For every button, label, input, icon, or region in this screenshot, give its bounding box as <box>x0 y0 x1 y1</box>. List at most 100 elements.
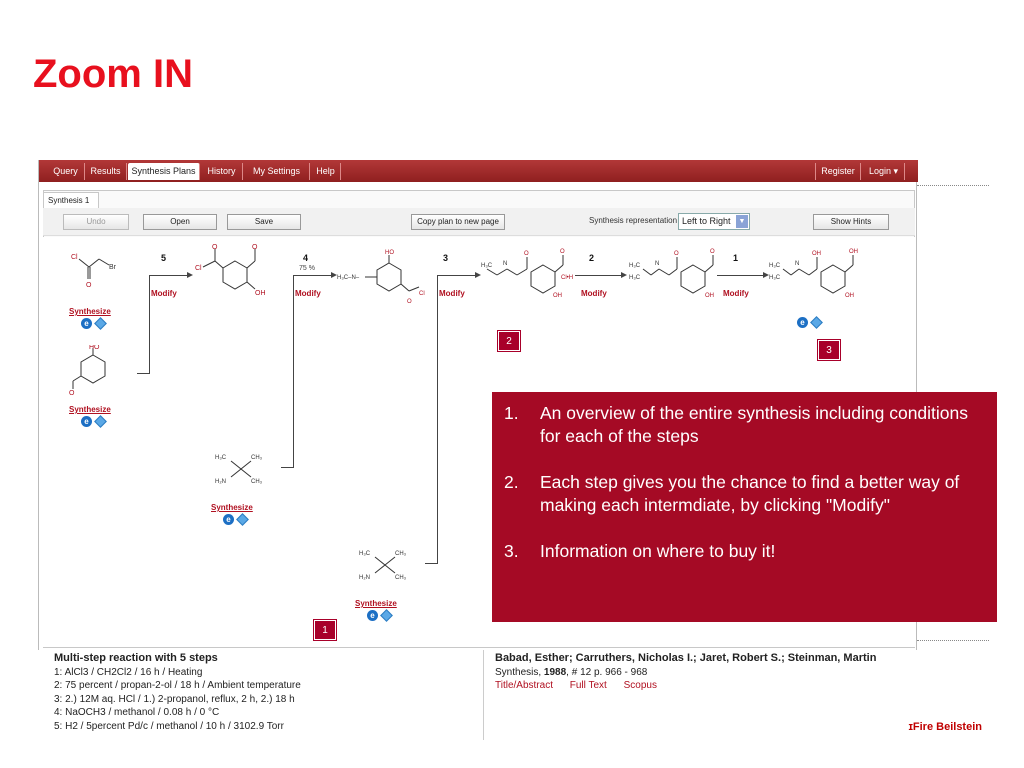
modify-link[interactable]: Modify <box>581 289 607 298</box>
svg-text:H₃C: H₃C <box>769 275 781 281</box>
svg-text:OH: OH <box>553 293 562 299</box>
e-icon[interactable]: e <box>797 317 808 328</box>
diamond-icon[interactable] <box>236 513 249 526</box>
tab-my-settings[interactable]: My Settings <box>244 163 310 180</box>
svg-text:OH: OH <box>705 293 714 299</box>
step-number: 3 <box>443 253 449 263</box>
diamond-icon[interactable] <box>380 609 393 622</box>
svg-text:HO: HO <box>89 345 100 351</box>
show-hints-button[interactable]: Show Hints <box>813 214 889 230</box>
diamond-icon[interactable] <box>810 316 823 329</box>
svg-text:Cl: Cl <box>419 291 425 297</box>
reaction-step-line: 5: H2 / 5percent Pd/c / methanol / 10 h … <box>54 720 284 732</box>
svg-text:H₃C: H₃C <box>629 275 641 281</box>
citation-links: Title/Abstract Full Text Scopus <box>495 679 876 693</box>
tab-help[interactable]: Help <box>311 163 341 180</box>
e-icon[interactable]: e <box>367 610 378 621</box>
step-number: 4 <box>303 253 309 263</box>
representation-select[interactable]: Left to Right ▼ <box>678 213 750 230</box>
citation-journal: Synthesis, <box>495 666 542 678</box>
svg-text:H₃C: H₃C <box>769 263 781 269</box>
svg-text:Br: Br <box>109 264 117 271</box>
synthesize-link[interactable]: Synthesize <box>69 307 111 316</box>
diamond-icon[interactable] <box>94 415 107 428</box>
svg-text:CH₃: CH₃ <box>395 551 407 557</box>
svg-text:N: N <box>503 261 507 267</box>
tab-results[interactable]: Results <box>85 163 127 180</box>
svg-text:Cl: Cl <box>71 254 78 261</box>
citation-year: 1988 <box>543 666 567 678</box>
svg-text:O: O <box>69 390 75 395</box>
reaction-arrow <box>575 272 627 278</box>
modify-link[interactable]: Modify <box>439 289 465 298</box>
step-number: 5 <box>161 253 167 263</box>
svg-text:H₃C: H₃C <box>215 455 227 461</box>
open-button[interactable]: Open <box>143 214 217 230</box>
reaction-arrow <box>437 272 481 278</box>
svg-text:O: O <box>252 244 258 251</box>
reaxys-window: Query Results Synthesis Plans History My… <box>38 160 918 650</box>
copy-plan-button[interactable]: Copy plan to new page <box>411 214 505 230</box>
reaction-arrow <box>149 272 193 278</box>
e-icon[interactable]: e <box>81 318 92 329</box>
callout-text: Each step gives you the chance to find a… <box>540 472 960 515</box>
callout-box: 1. An overview of the entire synthesis in… <box>492 392 997 622</box>
dotted-rule <box>917 640 989 641</box>
citation-source: Synthesis, 1988, # 12 p. 966 - 968 <box>495 666 876 680</box>
modify-link[interactable]: Modify <box>151 289 177 298</box>
badge-1: 1 <box>314 620 336 640</box>
dotted-rule <box>917 185 989 186</box>
login-menu[interactable]: Login ▾ <box>863 163 905 180</box>
callout-text: Information on where to buy it! <box>540 541 776 561</box>
molecule-intermediate-a: Cl O O OH <box>195 244 266 297</box>
title-abstract-link[interactable]: Title/Abstract <box>495 680 553 691</box>
svg-text:O: O <box>407 299 412 305</box>
callout-item: 3.Information on where to buy it! <box>504 540 985 563</box>
slide-title: Zoom IN <box>33 52 193 96</box>
svg-text:OH: OH <box>812 251 821 257</box>
svg-text:CH₃: CH₃ <box>395 575 407 581</box>
tab-query[interactable]: Query <box>47 163 85 180</box>
representation-value: Left to Right <box>682 216 731 226</box>
brand-logo: ɪFire Beilstein <box>908 721 982 733</box>
bracket-line <box>437 275 438 563</box>
synthesize-link[interactable]: Synthesize <box>69 405 111 414</box>
full-text-link[interactable]: Full Text <box>569 680 607 691</box>
svg-text:H₃C–N–: H₃C–N– <box>337 275 360 281</box>
reaction-step-line: 2: 75 percent / propan-2-ol / 18 h / Amb… <box>54 680 301 691</box>
svg-text:O: O <box>524 251 529 257</box>
reaction-step-line: 3: 2.) 12M aq. HCl / 1.) 2-propanol, ref… <box>54 693 295 705</box>
register-link[interactable]: Register <box>815 163 861 180</box>
callout-text: An overview of the entire synthesis incl… <box>540 403 969 446</box>
scopus-link[interactable]: Scopus <box>623 680 657 691</box>
tab-synthesis-plans[interactable]: Synthesis Plans <box>128 163 200 180</box>
save-button[interactable]: Save <box>227 214 301 230</box>
synthesize-link[interactable]: Synthesize <box>355 599 397 608</box>
bracket-line <box>281 467 294 468</box>
synthesize-link[interactable]: Synthesize <box>211 503 253 512</box>
svg-text:O: O <box>710 249 715 255</box>
modify-link[interactable]: Modify <box>723 289 749 298</box>
e-icon[interactable]: e <box>81 416 92 427</box>
modify-link[interactable]: Modify <box>295 289 321 298</box>
tab-synthesis-1[interactable]: Synthesis 1 <box>43 192 99 208</box>
purchase-icons: e <box>797 316 823 329</box>
tab-history[interactable]: History <box>201 163 243 180</box>
molecule-intermediate-b: HO H₃C–N– O Cl <box>337 250 425 305</box>
reaction-details: Multi-step reaction with 5 steps 1: AlCl… <box>54 652 301 733</box>
svg-text:O: O <box>560 249 565 255</box>
diamond-icon[interactable] <box>94 317 107 330</box>
svg-text:CH₃: CH₃ <box>251 455 263 461</box>
bracket-line <box>425 563 438 564</box>
callout-number: 1. <box>504 403 519 423</box>
purchase-icons: e <box>81 415 107 428</box>
svg-text:H₃C: H₃C <box>629 263 641 269</box>
svg-text:HO: HO <box>385 250 394 256</box>
e-icon[interactable]: e <box>223 514 234 525</box>
undo-button[interactable]: Undo <box>63 214 129 230</box>
svg-text:H₃C: H₃C <box>359 551 371 557</box>
reaction-arrow <box>293 272 337 278</box>
citation: Babad, Esther; Carruthers, Nicholas I.; … <box>495 652 876 693</box>
